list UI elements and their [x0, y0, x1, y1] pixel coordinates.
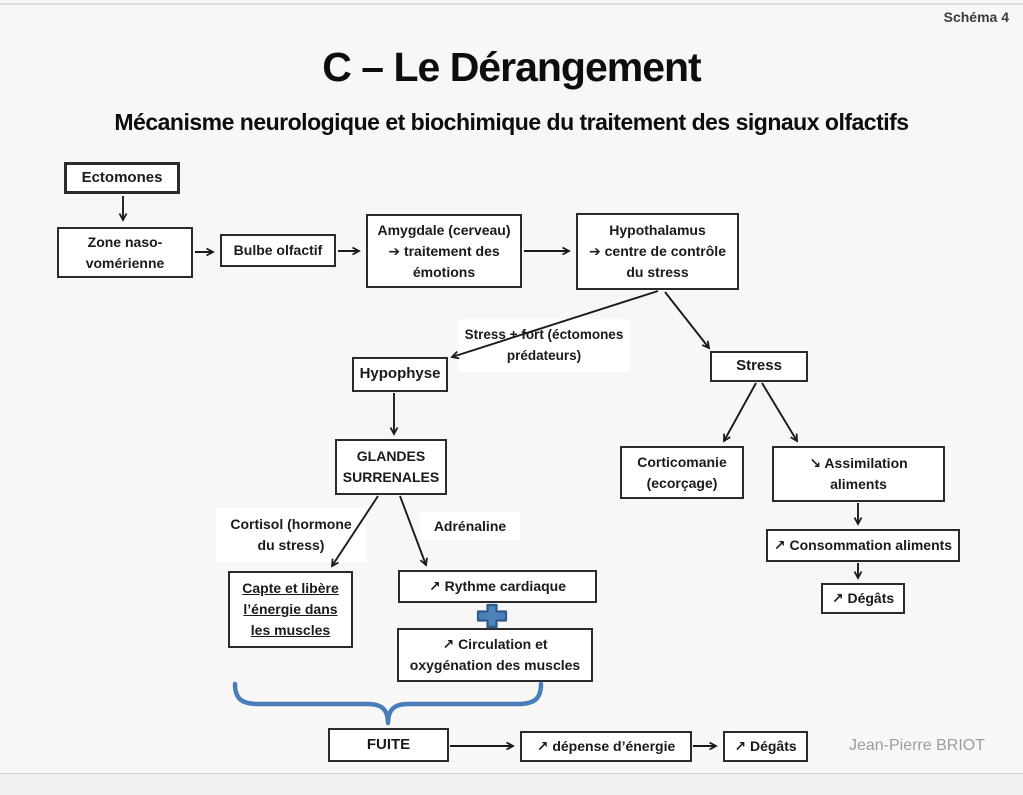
label-cortisol: Cortisol (hormone du stress): [216, 508, 366, 562]
node-circulation-oxygenation: ↗ Circulation et oxygénation des muscles: [397, 628, 593, 682]
node-fuite: FUITE: [328, 728, 449, 762]
node-stress: Stress: [710, 351, 808, 382]
label-stress-fort: Stress + fort (éctomones prédateurs): [458, 319, 630, 372]
top-divider: [0, 3, 1023, 5]
node-corticomanie: Corticomanie (ecorçage): [620, 446, 744, 499]
schema-number-label: Schéma 4: [943, 9, 1009, 25]
slide-canvas: Schéma 4 C – Le Dérangement Mécanisme ne…: [0, 3, 1023, 774]
node-hypothalamus: Hypothalamus ➔ centre de contrôle du str…: [576, 213, 739, 290]
capte-text: Capte et libère l’énergie dans les muscl…: [242, 580, 339, 638]
node-glandes-surrenales: GLANDES SURRENALES: [335, 439, 447, 495]
node-depense-energie: ↗ dépense d’énergie: [520, 731, 692, 762]
page-title: C – Le Dérangement: [322, 44, 701, 90]
page-subtitle: Mécanisme neurologique et biochimique du…: [114, 109, 909, 135]
label-adrenaline: Adrénaline: [420, 512, 520, 540]
node-zone-naso-vomerienne: Zone naso- vomérienne: [57, 227, 193, 278]
node-ectomones: Ectomones: [64, 162, 180, 194]
node-degats-bas: ↗ Dégâts: [723, 731, 808, 762]
node-bulbe-olfactif: Bulbe olfactif: [220, 234, 336, 267]
node-rythme-cardiaque: ↗ Rythme cardiaque: [398, 570, 597, 603]
node-consommation-aliments: ↗ Consommation aliments: [766, 529, 960, 562]
node-amygdale: Amygdale (cerveau) ➔ traitement des émot…: [366, 214, 522, 288]
node-assimilation-aliments: ↘ Assimilation aliments: [772, 446, 945, 502]
node-hypophyse: Hypophyse: [352, 357, 448, 392]
node-degats-droite: ↗ Dégâts: [821, 583, 905, 614]
node-capte-libere-energie: Capte et libère l’énergie dans les muscl…: [228, 571, 353, 648]
author-credit: Jean-Pierre BRIOT: [848, 737, 985, 754]
